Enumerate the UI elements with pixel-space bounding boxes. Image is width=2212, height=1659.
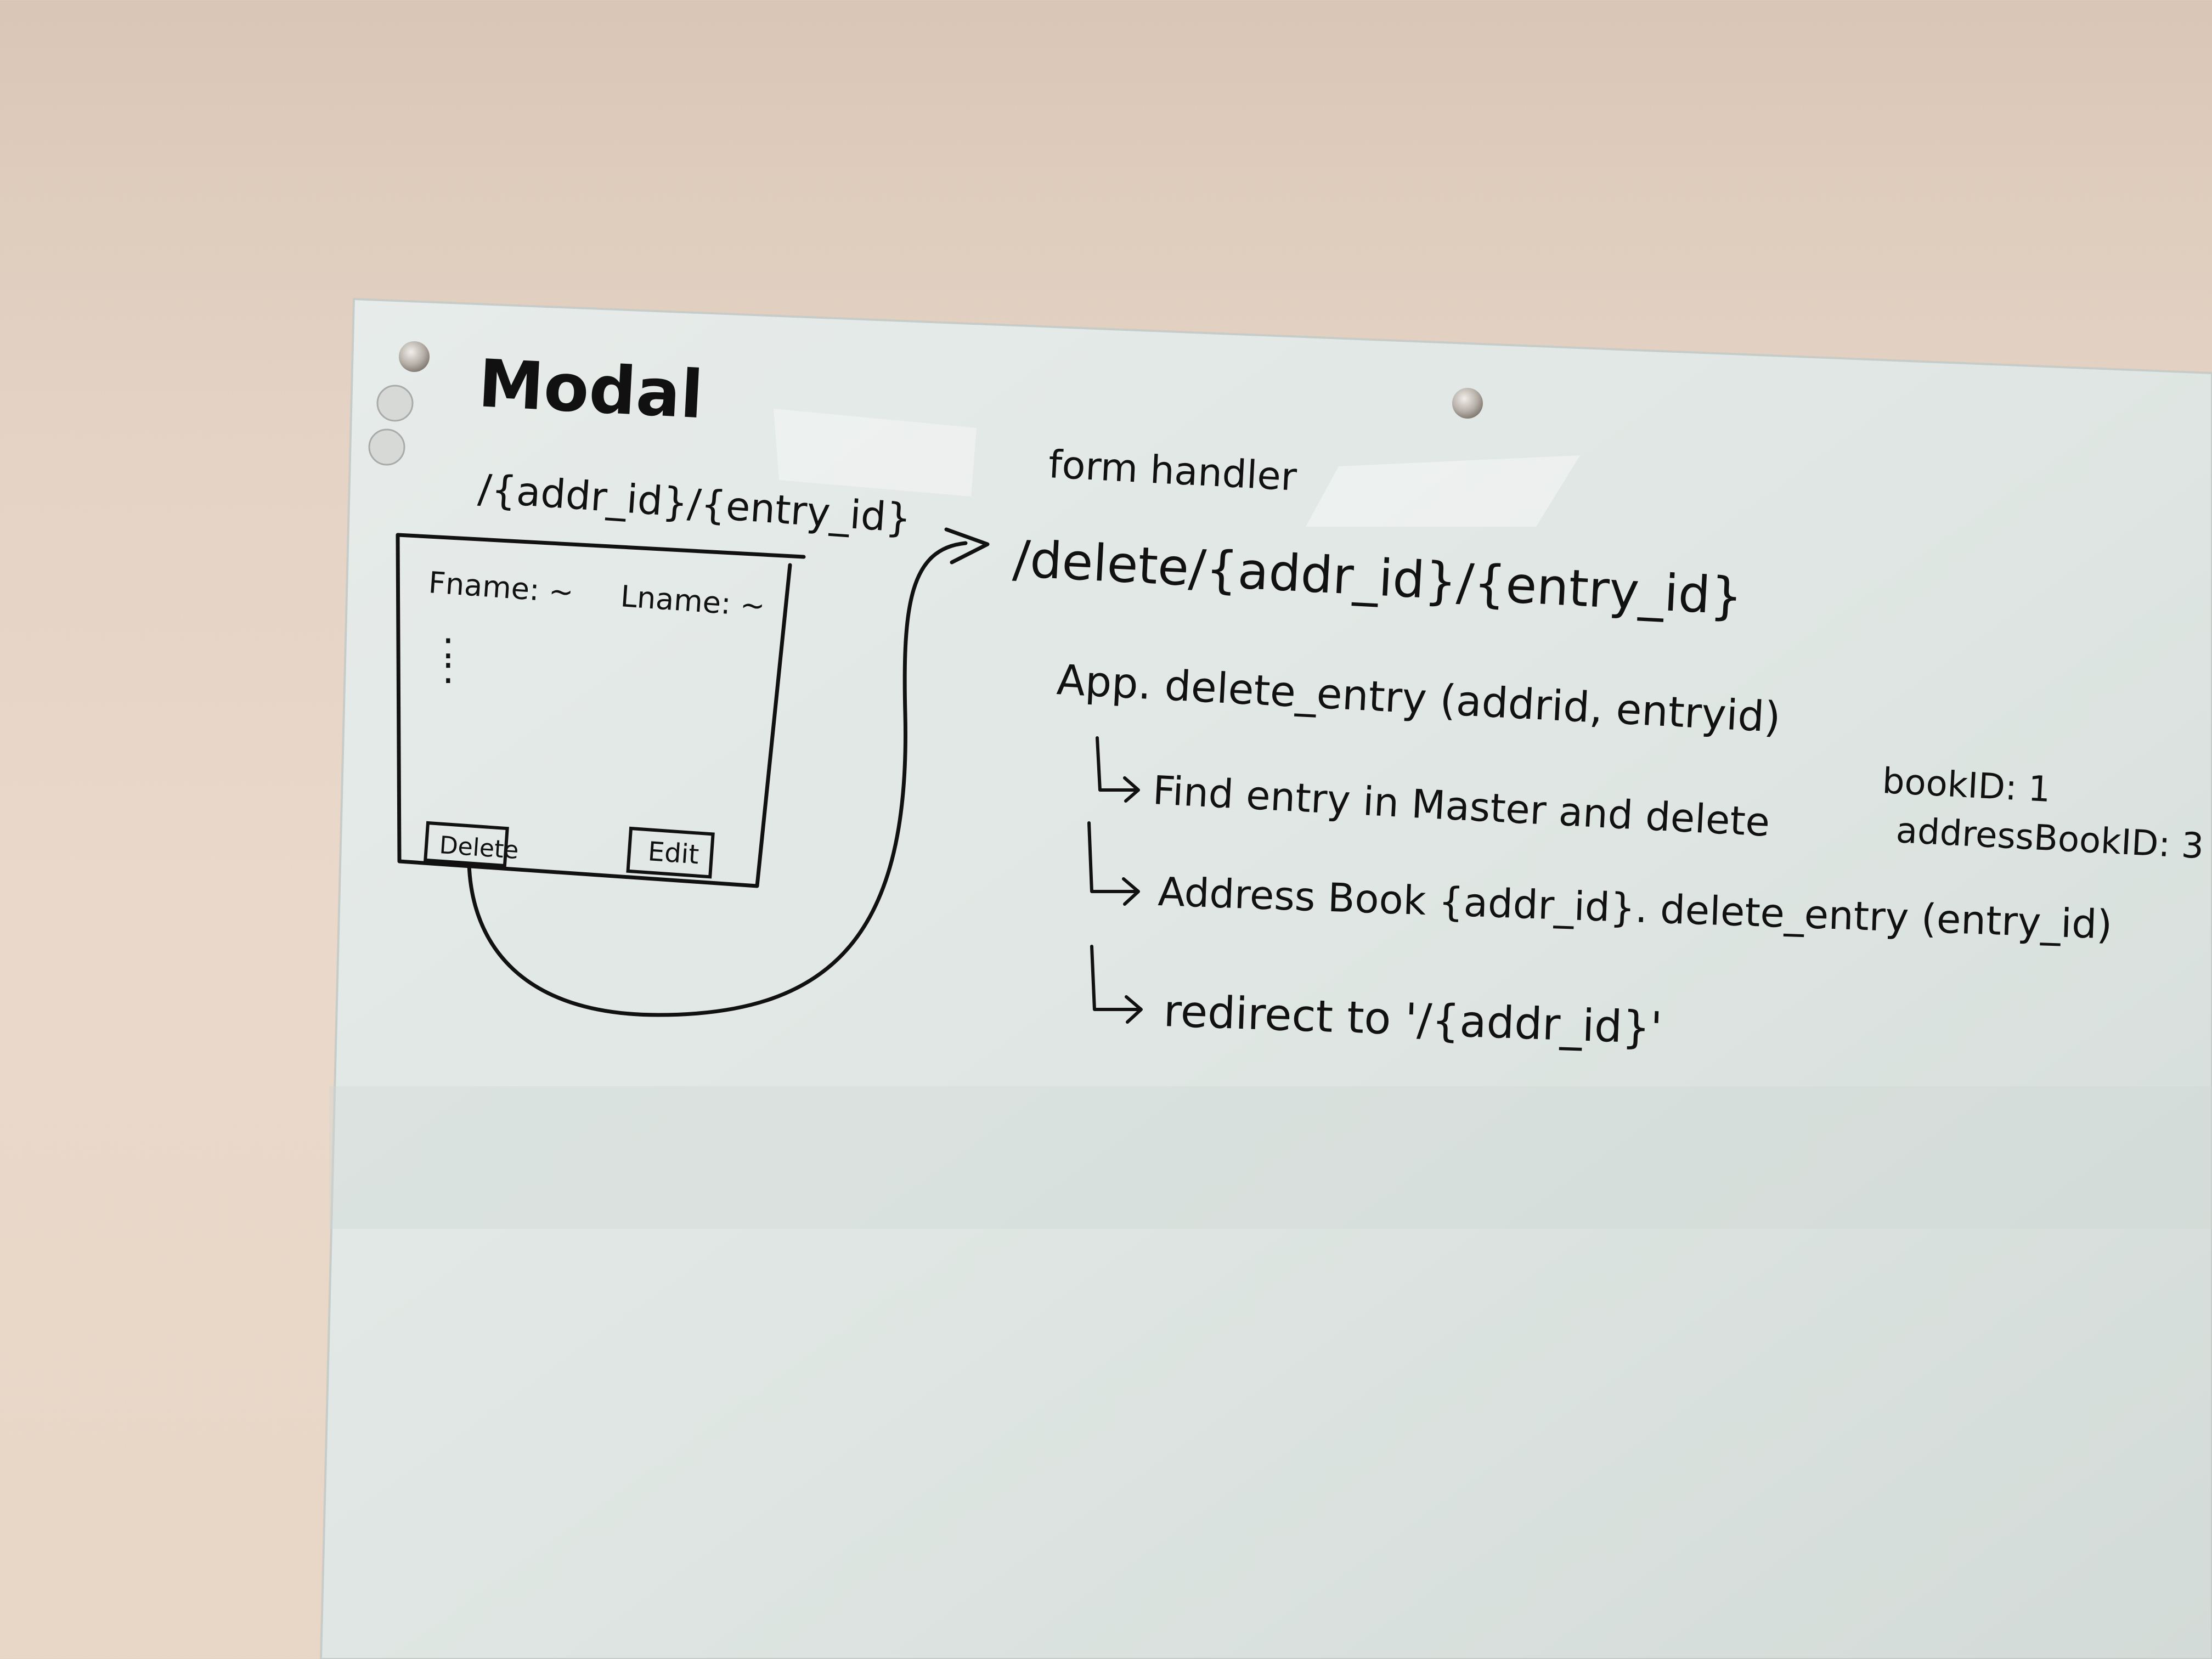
delete-button-sketch — [424, 821, 509, 868]
step-arrow-icon — [1087, 821, 1140, 906]
arrow-head-icon — [944, 527, 990, 565]
modal-ellipsis: : — [442, 647, 455, 692]
delete-button-label: Delete — [438, 831, 520, 865]
step-arrow-icon — [1096, 736, 1140, 803]
whiteboard — [319, 297, 2212, 1659]
edit-button-sketch — [626, 826, 715, 879]
standoff-bolt — [1452, 388, 1483, 419]
modal-title: Modal — [476, 346, 705, 433]
note-book-id: bookID: 1 — [1881, 761, 2051, 810]
edit-button-label: Edit — [647, 836, 700, 870]
reflection-band — [329, 1086, 2212, 1229]
flow-arrow — [467, 541, 968, 1017]
reflection-glare — [1306, 455, 1580, 527]
step-arrow-icon — [1090, 945, 1143, 1024]
modal-frame — [396, 533, 806, 888]
standoff-bolt — [368, 428, 405, 466]
standoff-bolt — [376, 385, 414, 422]
standoff-bolt — [399, 341, 430, 372]
reflection-glare — [774, 409, 977, 496]
modal-ellipsis: : — [442, 623, 455, 668]
